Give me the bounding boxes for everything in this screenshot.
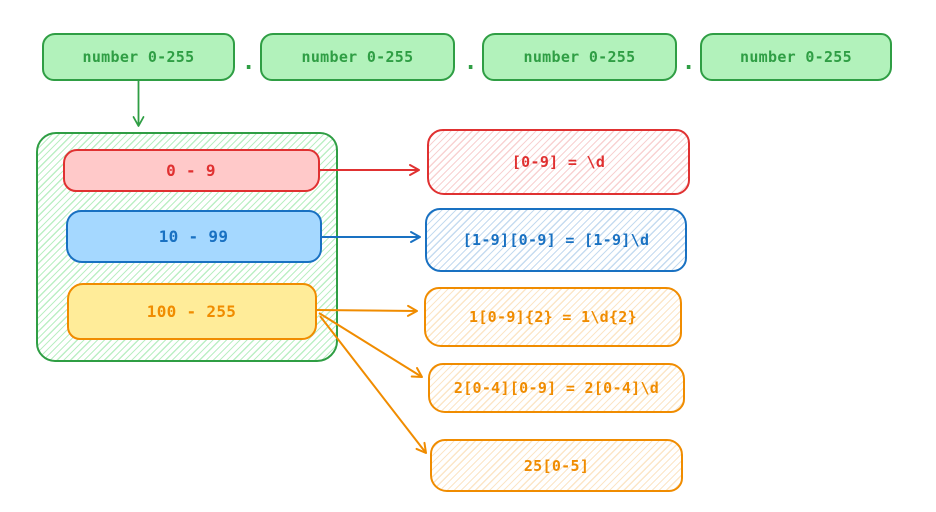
pattern-box-two-digit: [1-9][0-9] = [1-9]\d bbox=[425, 208, 687, 272]
octet-box-1-label: number 0-255 bbox=[82, 48, 195, 66]
pattern-single-digit-label: [0-9] = \d bbox=[511, 153, 606, 171]
octet-separator-dot-2: . bbox=[464, 50, 478, 75]
octet-separator-dot-3: . bbox=[682, 50, 696, 75]
pattern-100-199-label: 1[0-9]{2} = 1\d{2} bbox=[469, 308, 637, 326]
octet-box-4-label: number 0-255 bbox=[740, 48, 852, 66]
range-group-container: 0 - 9 10 - 99 100 - 255 bbox=[36, 132, 338, 362]
pattern-two-digit-label: [1-9][0-9] = [1-9]\d bbox=[462, 231, 650, 249]
range-box-10-99: 10 - 99 bbox=[65, 209, 322, 263]
octet-box-3-label: number 0-255 bbox=[523, 48, 636, 66]
pattern-box-100-199: 1[0-9]{2} = 1\d{2} bbox=[424, 287, 682, 347]
pattern-box-200-249: 2[0-4][0-9] = 2[0-4]\d bbox=[428, 363, 685, 413]
octet-box-2-label: number 0-255 bbox=[301, 48, 414, 66]
octet-box-3: number 0-255 bbox=[482, 33, 677, 81]
range-box-10-99-label: 10 - 99 bbox=[158, 226, 229, 246]
pattern-box-250-255: 25[0-5] bbox=[430, 439, 683, 492]
range-box-0-9: 0 - 9 bbox=[62, 148, 320, 192]
range-box-100-255: 100 - 255 bbox=[66, 282, 317, 340]
range-box-100-255-label: 100 - 255 bbox=[146, 301, 237, 321]
octet-box-1: number 0-255 bbox=[42, 33, 235, 81]
pattern-250-255-label: 25[0-5] bbox=[523, 456, 590, 475]
pattern-200-249-label: 2[0-4][0-9] = 2[0-4]\d bbox=[453, 379, 660, 397]
octet-separator-dot-1: . bbox=[242, 50, 256, 75]
range-box-0-9-label: 0 - 9 bbox=[166, 160, 216, 180]
pattern-box-single-digit: [0-9] = \d bbox=[427, 129, 690, 195]
octet-box-4: number 0-255 bbox=[700, 33, 892, 81]
octet-box-2: number 0-255 bbox=[260, 33, 455, 81]
